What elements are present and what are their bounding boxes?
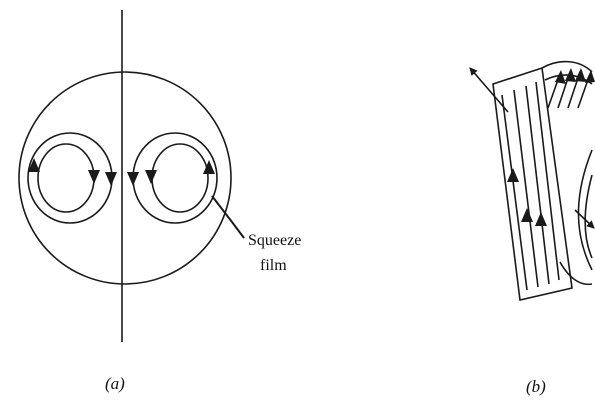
curved-surface (577, 149, 593, 271)
curled-edge-top (541, 60, 593, 73)
velocity-head-3 (575, 68, 586, 82)
arrow-down-center-left (105, 172, 117, 186)
outer-circle (18, 71, 232, 285)
velocity-head-2 (565, 68, 576, 82)
curved-surface-2 (584, 174, 593, 259)
sheet-line-3 (525, 85, 550, 285)
left-inner-loop (37, 143, 95, 213)
arrow-down-left-inner (88, 170, 100, 184)
flow-arrowheads-b (507, 68, 595, 226)
right-outer-loop (132, 132, 218, 224)
panel-b-diagram (469, 60, 595, 301)
sheet-arrow-3 (535, 212, 547, 226)
squeeze-label: Squeeze (248, 232, 301, 249)
film-label: film (260, 257, 287, 274)
arrow-up-left-outer (28, 158, 40, 172)
right-inner-loop (151, 143, 209, 213)
arrow-down-right-inner (145, 170, 157, 184)
arrow-lower-right (574, 209, 595, 229)
panel-a-label: (a) (105, 374, 125, 393)
arrow-down-center-right (127, 172, 139, 186)
velocity-head-1 (555, 70, 566, 84)
left-outer-loop (27, 132, 113, 224)
arrow-up-right-outer (203, 160, 215, 174)
arrow-upper-left (469, 67, 509, 113)
velocity-head-4 (585, 70, 595, 83)
sheet-line-4 (535, 81, 560, 281)
sheet-line-1 (501, 94, 528, 291)
sheet-line-2 (513, 89, 539, 288)
squeeze-film-leader (211, 195, 245, 239)
sheet-arrow-2 (521, 208, 533, 222)
flow-arrowheads-a (28, 158, 215, 186)
sheet-bottom-curl (559, 261, 593, 286)
panel-b-label: (b) (526, 377, 546, 396)
sheet-arrow-1 (507, 168, 519, 182)
sheet-front (492, 66, 573, 301)
